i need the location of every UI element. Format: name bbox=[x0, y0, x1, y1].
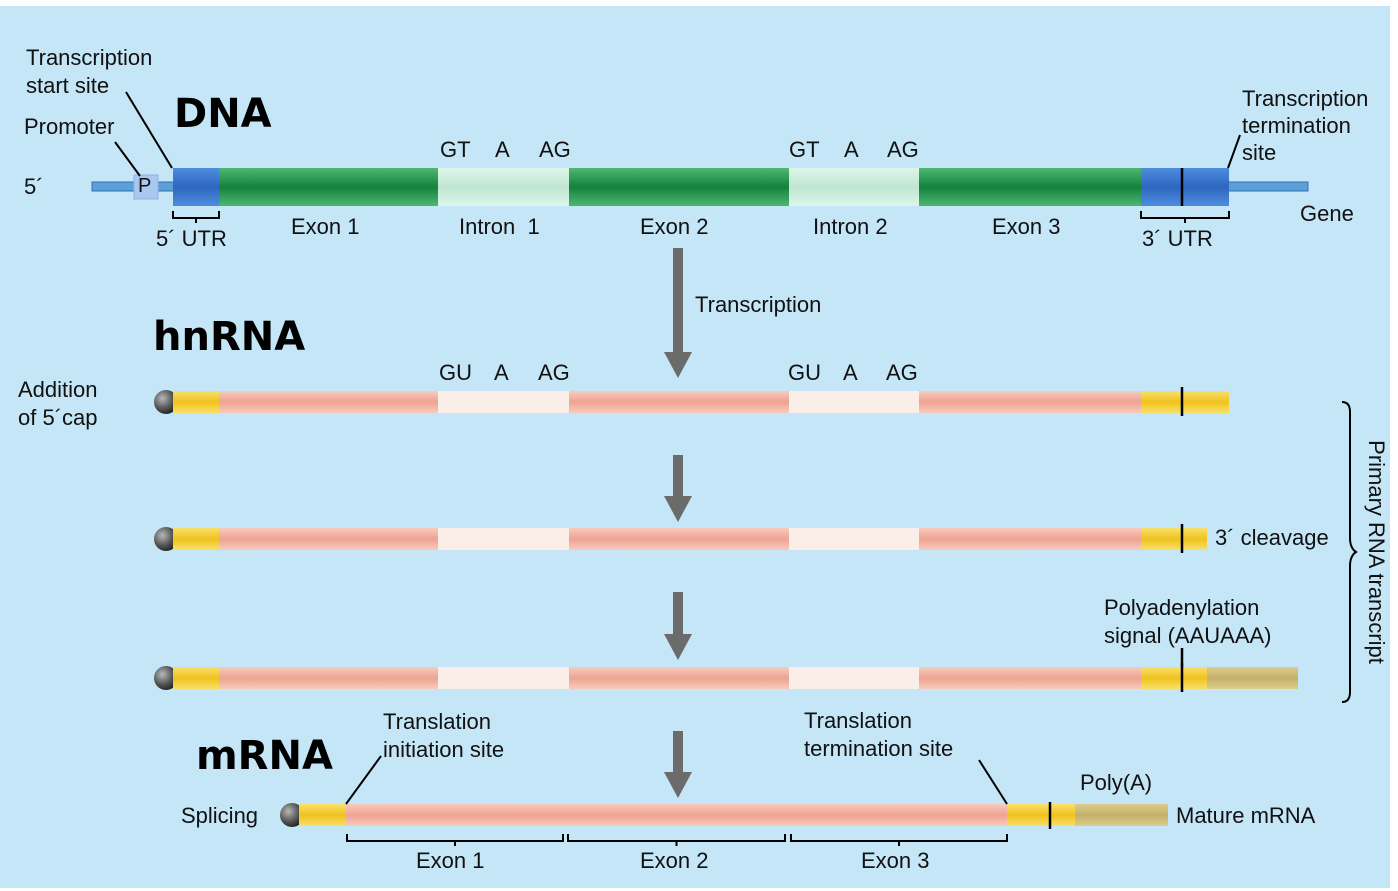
hnrna-title: hnRNA bbox=[153, 314, 306, 360]
polyadenylated-rna-exon-1 bbox=[219, 667, 438, 689]
splice-site-gu-2: GU bbox=[788, 360, 821, 385]
splice-site-gu-1: GU bbox=[439, 360, 472, 385]
translation-initiation-leader bbox=[345, 755, 382, 805]
mrna-cap bbox=[280, 803, 304, 827]
mature-mrna-label: Mature mRNA bbox=[1176, 803, 1316, 828]
dna-exon-3 bbox=[919, 168, 1141, 206]
cleaved-rna-intron-2 bbox=[789, 528, 919, 550]
rna-branch-a-1: A bbox=[494, 360, 509, 385]
rna-splice-site-ag-1: AG bbox=[538, 360, 570, 385]
splice-site-gt-2: GT bbox=[789, 137, 820, 162]
polyadenylated-rna-intron-1 bbox=[438, 667, 569, 689]
splice-site-gt-1: GT bbox=[440, 137, 471, 162]
mrna-exon-2-brace bbox=[567, 834, 786, 846]
rna-branch-a-2: A bbox=[843, 360, 858, 385]
polyadenylated-rna-exon-3 bbox=[919, 667, 1141, 689]
polyadenylated-rna-poly-a-tail bbox=[1207, 667, 1298, 689]
mrna-exon-1-label: Exon 1 bbox=[416, 848, 485, 873]
dna-intron-2 bbox=[789, 168, 919, 206]
mrna-exon-1-brace bbox=[346, 834, 564, 846]
cleaved-rna-exon-1 bbox=[219, 528, 438, 550]
gene-label: Gene bbox=[1300, 201, 1354, 226]
cleaved-rna-five-prime-utr bbox=[173, 528, 219, 550]
five-prime-utr-label: 5´ UTR bbox=[156, 226, 227, 251]
polyadenylated-rna-three-prime-utr bbox=[1141, 667, 1207, 689]
dna-exon-3-label: Exon 3 bbox=[992, 214, 1061, 239]
five-prime-label: 5´ bbox=[24, 174, 44, 199]
mrna-exon-2-label: Exon 2 bbox=[640, 848, 709, 873]
cap-to-cleavage-arrow bbox=[664, 455, 692, 522]
promoter-box bbox=[133, 174, 159, 200]
promoter-label: Promoter bbox=[24, 114, 115, 139]
dna-intron-2-label: Intron 2 bbox=[813, 214, 888, 239]
cleaved-rna-three-prime-utr bbox=[1141, 528, 1207, 550]
splice-site-ag-2: AG bbox=[887, 137, 919, 162]
dna-exon-2 bbox=[569, 168, 789, 206]
dna-exon-2-label: Exon 2 bbox=[640, 214, 709, 239]
hnrna-intron-1 bbox=[438, 391, 569, 413]
rna-splice-site-ag-2: AG bbox=[886, 360, 918, 385]
five-prime-cap-label: Addition of 5´cap bbox=[18, 377, 98, 430]
hnrna-exon-1 bbox=[219, 391, 438, 413]
hnrna-cap bbox=[154, 390, 178, 414]
polyadenylated-rna-five-prime-utr bbox=[173, 667, 219, 689]
cleaved-rna-cap bbox=[154, 527, 178, 551]
mrna-exon-3-label: Exon 3 bbox=[861, 848, 930, 873]
dna-exon-1 bbox=[219, 168, 438, 206]
splicing-label: Splicing bbox=[181, 803, 259, 828]
dna-title: DNA bbox=[174, 91, 272, 137]
hnrna-three-prime-utr bbox=[1141, 391, 1229, 413]
termination-site-label: Transcription termination site bbox=[1242, 86, 1369, 165]
transcription-arrow bbox=[664, 248, 692, 378]
translation-termination-leader bbox=[978, 759, 1008, 805]
transcription-start-leader bbox=[125, 91, 173, 169]
hnrna-exon-2 bbox=[569, 391, 789, 413]
primary-transcript-bracket bbox=[1341, 401, 1358, 703]
three-prime-utr-brace bbox=[1140, 211, 1230, 223]
splice-site-ag-1: AG bbox=[539, 137, 571, 162]
dna-exon-1-label: Exon 1 bbox=[291, 214, 360, 239]
hnrna-exon-3 bbox=[919, 391, 1141, 413]
dna-intron-1-label: Intron 1 bbox=[459, 214, 540, 239]
polyadenylated-rna-cap bbox=[154, 666, 178, 690]
cleavage-to-polya-arrow bbox=[664, 592, 692, 660]
diagram-background bbox=[0, 6, 1390, 888]
transcription-start-site-label: Transcription start site bbox=[26, 45, 153, 98]
dna-three-prime-utr bbox=[1141, 168, 1229, 206]
polya-to-splicing-arrow bbox=[664, 731, 692, 798]
three-prime-utr-label: 3´ UTR bbox=[1142, 226, 1213, 251]
mrna-five-prime-utr bbox=[299, 804, 346, 826]
cleaved-rna-exon-3 bbox=[919, 528, 1141, 550]
primary-rna-transcript-label: Primary RNA transcript bbox=[1364, 440, 1389, 664]
five-prime-utr-brace bbox=[172, 211, 220, 223]
polyadenylated-rna-exon-2 bbox=[569, 667, 789, 689]
branch-a-2: A bbox=[844, 137, 859, 162]
cleaved-rna-intron-1 bbox=[438, 528, 569, 550]
mrna-poly-a-tail bbox=[1075, 804, 1168, 826]
branch-a-1: A bbox=[495, 137, 510, 162]
dna-five-prime-utr bbox=[173, 168, 219, 206]
hnrna-five-prime-utr bbox=[173, 391, 219, 413]
mrna-coding-region bbox=[346, 804, 1007, 826]
termination-leader bbox=[1227, 134, 1241, 169]
hnrna-intron-2 bbox=[789, 391, 919, 413]
translation-initiation-label: Translation initiation site bbox=[383, 709, 505, 762]
polyadenylated-rna-intron-2 bbox=[789, 667, 919, 689]
cleaved-rna-exon-2 bbox=[569, 528, 789, 550]
mrna-three-prime-utr bbox=[1007, 804, 1075, 826]
mrna-title: mRNA bbox=[196, 733, 333, 779]
transcription-label: Transcription bbox=[695, 292, 822, 317]
polyadenylation-signal-label: Polyadenylation signal (AAUAAA) bbox=[1104, 595, 1272, 648]
promoter-leader bbox=[114, 141, 141, 177]
three-prime-cleavage-label: 3´ cleavage bbox=[1215, 525, 1329, 550]
promoter-box-label: P bbox=[138, 175, 152, 197]
translation-termination-label: Translation termination site bbox=[804, 708, 954, 761]
mrna-exon-3-brace bbox=[790, 834, 1008, 846]
poly-a-label: Poly(A) bbox=[1080, 770, 1153, 795]
dna-intron-1 bbox=[438, 168, 569, 206]
